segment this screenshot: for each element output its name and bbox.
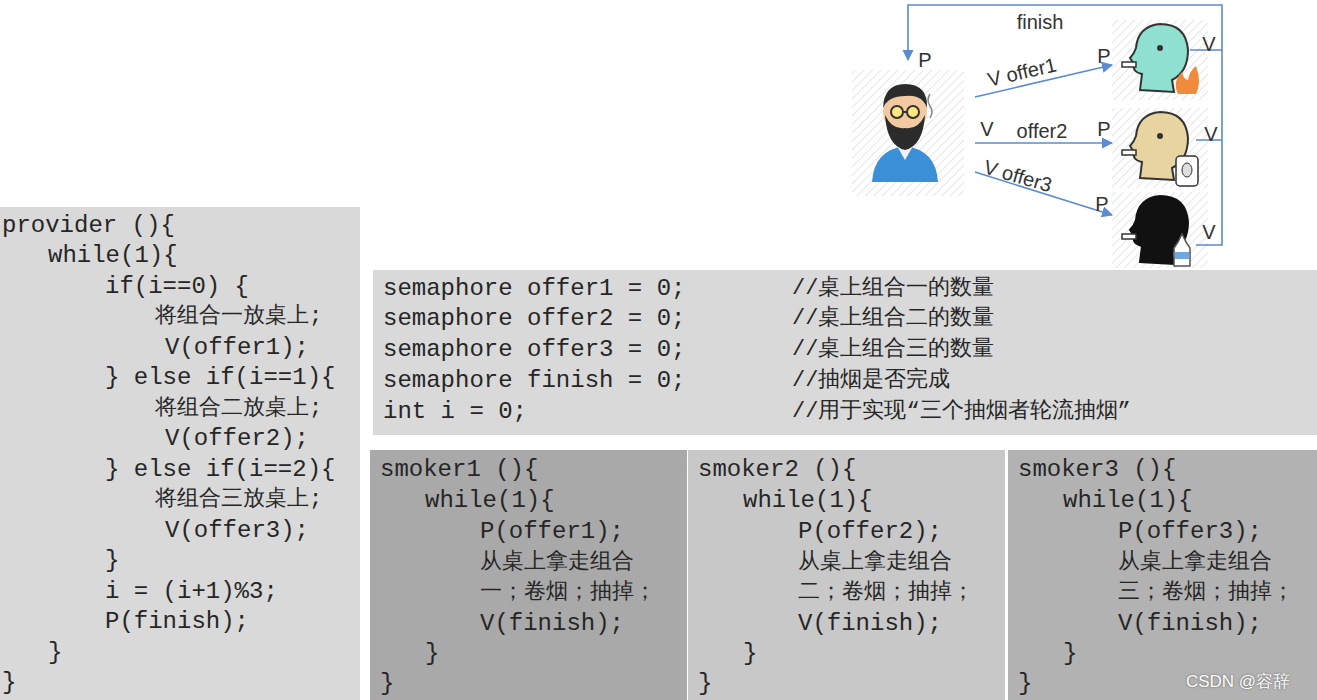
signal-label: V offer3	[981, 156, 1054, 196]
code-line: 从桌上拿走组合 三；卷烟；抽掉；	[1118, 548, 1308, 609]
code-line: P(finish);	[105, 607, 249, 638]
code-line: //桌上组合二的数量	[792, 304, 994, 335]
signal-label: V	[1204, 123, 1217, 145]
code-line: V(finish);	[480, 609, 624, 640]
signal-label: P	[1095, 193, 1108, 215]
signal-label: V	[980, 118, 993, 140]
code-line: while(1){	[425, 486, 555, 517]
code-line: }	[698, 669, 712, 700]
smoker3-figure	[1112, 192, 1208, 268]
code-line: semaphore finish = 0;	[383, 366, 685, 397]
code-panel: smoker3 (){while(1){P(offer3);从桌上拿走组合 三；…	[1008, 450, 1317, 700]
code-line: //抽烟是否完成	[792, 366, 950, 397]
code-line: 将组合三放桌上;	[155, 485, 322, 516]
signal-arrows	[908, 5, 1222, 245]
code-line: V(offer2);	[165, 424, 309, 455]
signal-label: offer2	[1017, 120, 1068, 142]
signal-label: P	[1097, 118, 1110, 140]
code-line: }	[743, 639, 757, 670]
signal-label: V	[1202, 33, 1215, 55]
code-line: if(i==0) {	[105, 272, 249, 303]
code-line: } else if(i==1){	[105, 363, 335, 394]
code-panel: smoker1 (){while(1){P(offer1);从桌上拿走组合 一；…	[370, 450, 687, 700]
provider-figure	[852, 70, 964, 196]
code-line: }	[48, 638, 62, 669]
code-line: V(finish);	[798, 609, 942, 640]
code-line: P(offer3);	[1118, 517, 1262, 548]
code-line: V(offer3);	[165, 516, 309, 547]
code-line: while(1){	[1063, 486, 1193, 517]
signal-label: P	[918, 49, 931, 71]
code-line: while(1){	[743, 486, 873, 517]
code-line: while(1){	[48, 241, 178, 272]
code-line: }	[2, 668, 16, 699]
watermark: CSDN @容辞	[1186, 673, 1290, 692]
signal-label: V	[1202, 221, 1215, 243]
code-line: provider (){	[2, 211, 175, 242]
signal-label: P	[1097, 45, 1110, 67]
code-line: }	[1018, 669, 1032, 700]
code-line: V(finish);	[1118, 609, 1262, 640]
code-line: i = (i+1)%3;	[105, 577, 278, 608]
code-line: 从桌上拿走组合 二；卷烟；抽掉；	[798, 548, 988, 609]
code-line: semaphore offer3 = 0;	[383, 335, 685, 366]
code-line: P(offer1);	[480, 517, 624, 548]
code-panel: provider (){while(1){if(i==0) {将组合一放桌上;V…	[0, 207, 360, 700]
code-line: }	[380, 669, 394, 700]
signal-label: finish	[1017, 11, 1064, 33]
code-line: }	[105, 546, 119, 577]
code-line: //桌上组合三的数量	[792, 335, 994, 366]
code-line: //桌上组合一的数量	[792, 274, 994, 305]
smoker1-figure	[1112, 20, 1208, 100]
code-line: smoker2 (){	[698, 455, 856, 486]
code-line: smoker1 (){	[380, 455, 538, 486]
code-line: 将组合一放桌上;	[155, 302, 322, 333]
code-line: V(offer1);	[165, 333, 309, 364]
code-line: semaphore offer2 = 0;	[383, 304, 685, 335]
code-line: semaphore offer1 = 0;	[383, 274, 685, 305]
code-line: smoker3 (){	[1018, 455, 1176, 486]
code-line: 从桌上拿走组合 一；卷烟；抽掉；	[480, 548, 670, 609]
code-line: //用于实现“三个抽烟者轮流抽烟”	[792, 397, 1131, 428]
code-line: int i = 0;	[383, 397, 527, 428]
code-line: P(offer2);	[798, 517, 942, 548]
code-line: 将组合二放桌上;	[155, 394, 322, 425]
code-line: }	[1063, 639, 1077, 670]
code-line: } else if(i==2){	[105, 455, 335, 486]
smoker2-figure	[1112, 108, 1208, 188]
code-line: }	[425, 639, 439, 670]
code-panel: smoker2 (){while(1){P(offer2);从桌上拿走组合 二；…	[688, 450, 1005, 700]
signal-label: V offer1	[986, 53, 1059, 90]
declaration-panel: semaphore offer1 = 0; //桌上组合一的数量 semaphore…	[373, 270, 1317, 435]
